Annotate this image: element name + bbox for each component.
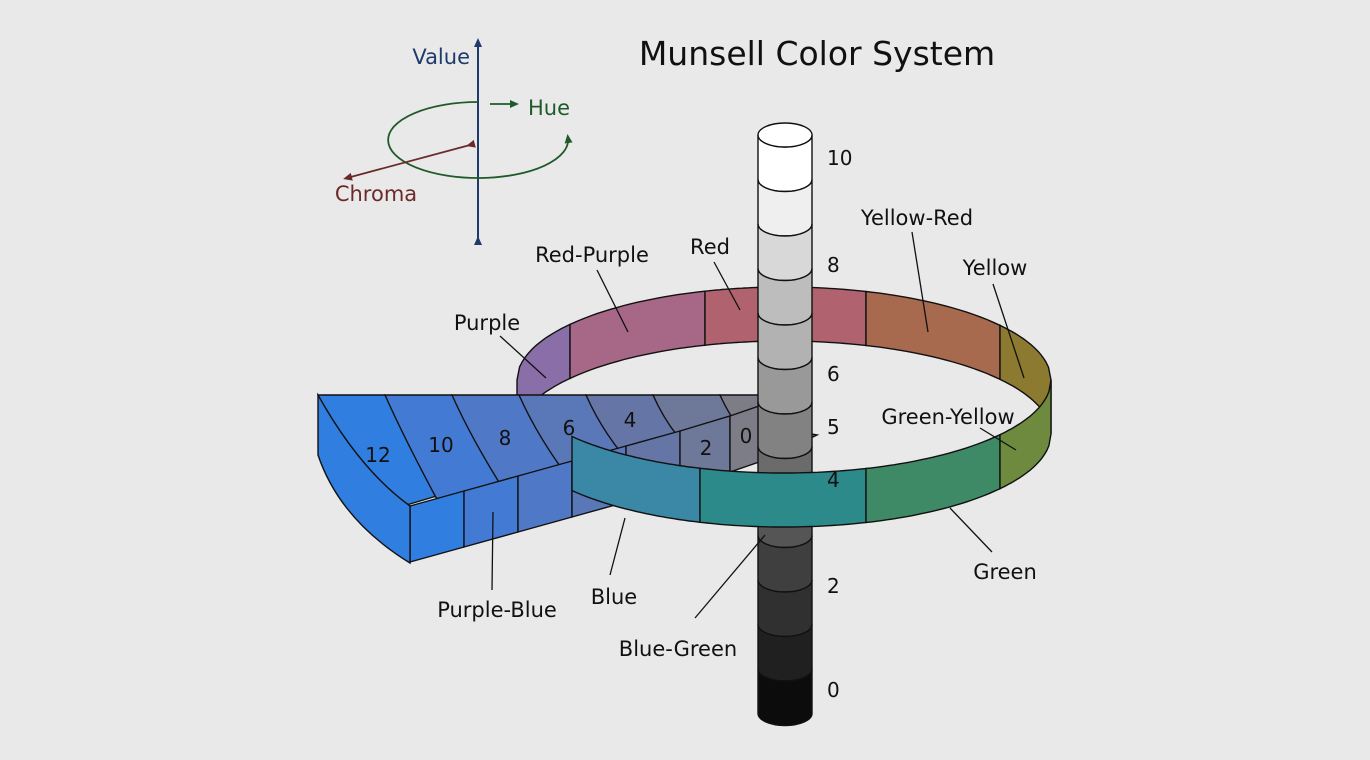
chroma-axis-arrow (343, 139, 476, 181)
label-purple-blue: Purple-Blue (437, 598, 557, 622)
ring-segment-blue-green (699, 467, 867, 528)
leader-purple-blue (491, 511, 494, 591)
ring-segment-red (704, 286, 763, 346)
hue-labels: Red Yellow-Red Yellow Green-Yellow Green… (437, 206, 1037, 661)
value-column (757, 122, 813, 727)
ring-segment-green-yellow (999, 379, 1052, 490)
chroma-label-12: 12 (365, 443, 390, 467)
chroma-axis-label: Chroma (335, 182, 417, 206)
label-yellow: Yellow (962, 256, 1028, 280)
leader-red (713, 261, 741, 311)
ring-segment-green (865, 433, 1001, 524)
leader-purple (499, 335, 547, 379)
chroma-label-6: 6 (563, 416, 576, 440)
leader-yellow-red (911, 231, 929, 333)
value-tick-8: 8 (827, 253, 840, 277)
value-column-cap (757, 122, 813, 148)
value-axis-label: Value (412, 45, 470, 69)
value-tick-4: 4 (827, 468, 840, 492)
label-green: Green (973, 560, 1037, 584)
ring-segment-yellow-red (865, 290, 1001, 381)
label-red: Red (690, 235, 730, 259)
value-tick-10: 10 (827, 146, 852, 170)
axes-legend: Value Hue Chroma (335, 38, 573, 245)
leader-green (949, 507, 993, 553)
value-tick-2: 2 (827, 574, 840, 598)
leader-blue-green (694, 534, 766, 619)
label-blue-green: Blue-Green (619, 637, 737, 661)
chroma-step-labels: 0 2 4 6 8 10 12 (365, 408, 752, 467)
chroma-label-4: 4 (624, 408, 637, 432)
value-tick-6: 6 (827, 362, 840, 386)
label-purple: Purple (454, 311, 520, 335)
value-segment-12 (757, 668, 813, 727)
ring-segment-red-purple (569, 290, 706, 380)
chroma-label-2: 2 (700, 436, 713, 460)
diagram-title: Munsell Color System (639, 34, 995, 73)
label-yellow-red: Yellow-Red (860, 206, 973, 230)
value-tick-labels: 10 8 6 5 4 2 0 (827, 146, 852, 702)
label-green-yellow: Green-Yellow (881, 405, 1014, 429)
hue-ring-front (571, 379, 1052, 528)
chroma-label-10: 10 (428, 433, 453, 457)
leader-green-yellow (979, 427, 1017, 451)
hue-axis-label: Hue (528, 96, 570, 120)
value-tick-5: 5 (827, 415, 840, 439)
leader-red-purple (596, 269, 629, 333)
leader-blue (609, 517, 626, 576)
leader-yellow (992, 283, 1025, 379)
label-red-purple: Red-Purple (535, 243, 649, 267)
chroma-label-0: 0 (740, 424, 753, 448)
value-tick-0: 0 (827, 678, 840, 702)
label-blue: Blue (591, 585, 637, 609)
chroma-wedge-end (317, 392, 411, 565)
chroma-label-8: 8 (499, 426, 512, 450)
